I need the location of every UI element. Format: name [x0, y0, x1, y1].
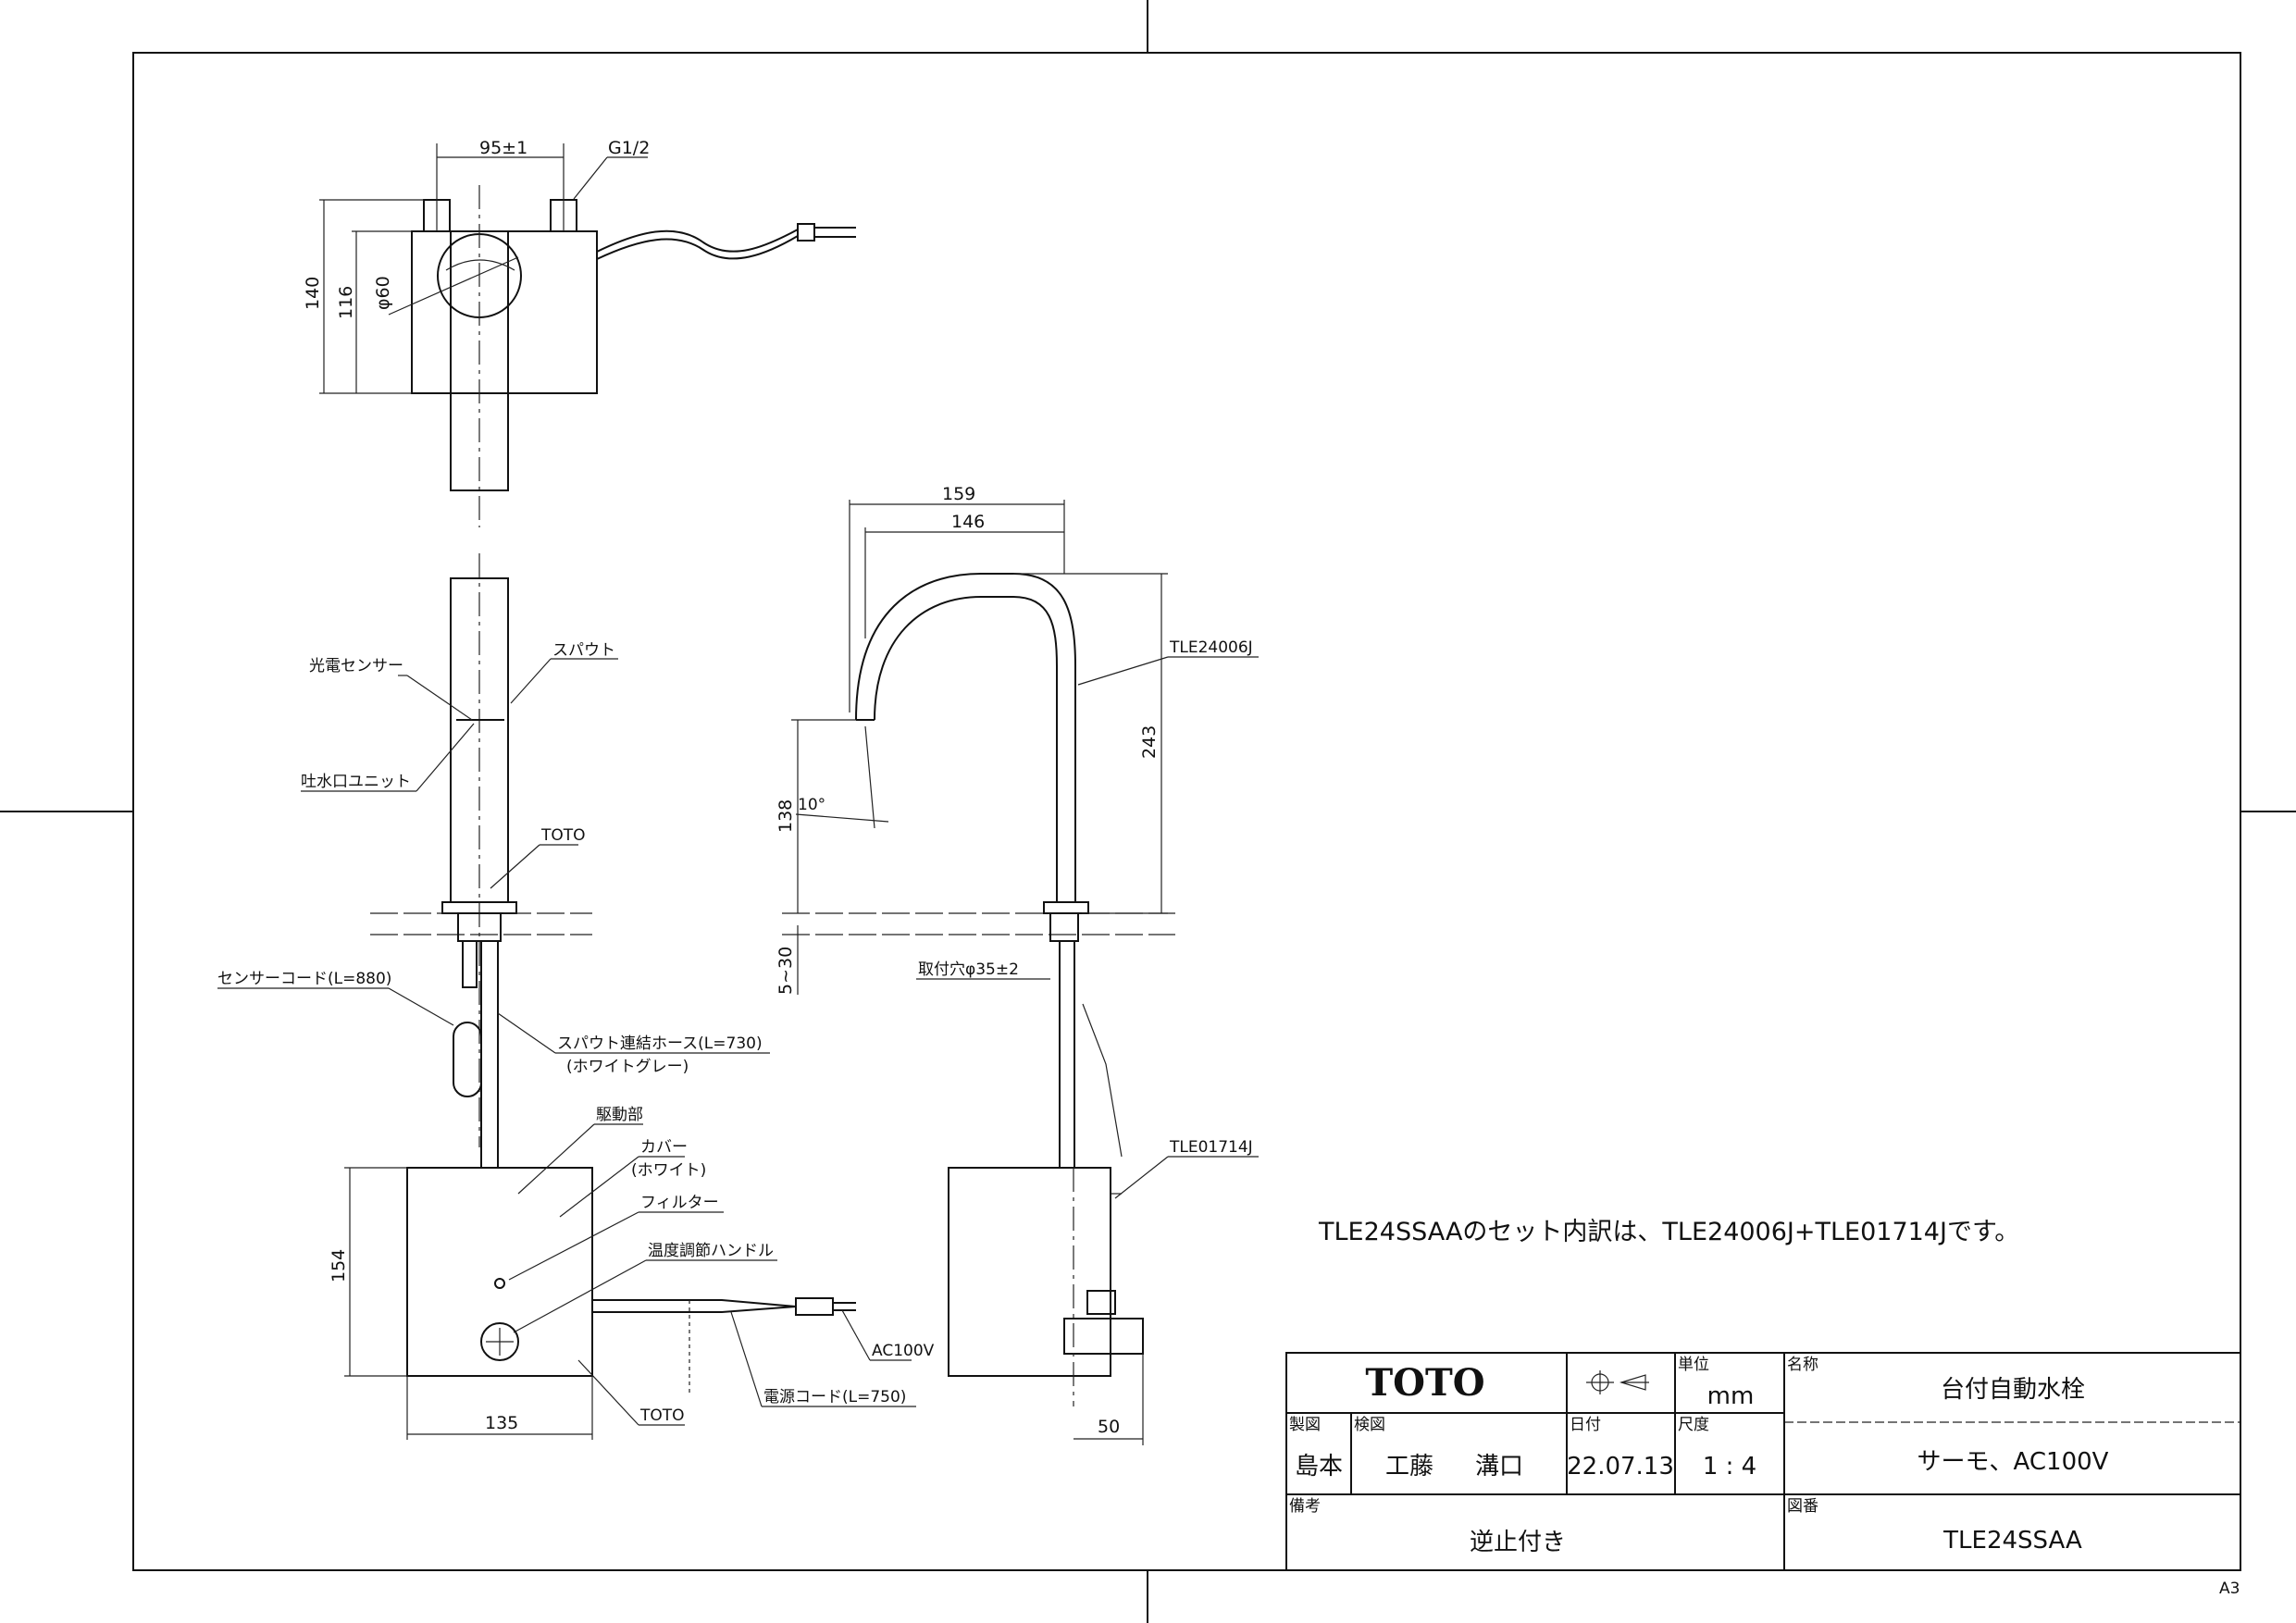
scale-label: 尺度: [1678, 1416, 1709, 1434]
date-value: 22.07.13: [1567, 1453, 1674, 1481]
label-sensor-cord: センサーコード(L=880): [217, 970, 391, 988]
part-tle01714j: TLE01714J: [1169, 1138, 1253, 1157]
dim-140: 140: [303, 277, 323, 310]
drawn-label: 製図: [1289, 1416, 1321, 1434]
paper-size-label: A3: [2219, 1580, 2240, 1598]
side-view: 159 146 243 TLE24006J 138 10° 5~30 取付穴φ3…: [776, 484, 1259, 1445]
label-cover: カバー: [640, 1138, 688, 1157]
label-filter: フィルター: [640, 1194, 719, 1212]
label-spout-hose: スパウト連結ホース(L=730): [557, 1035, 763, 1053]
top-view: 95±1 G1/2 140 116 φ60: [303, 138, 856, 527]
checked-label: 検図: [1354, 1416, 1385, 1434]
drawing-no-label: 図番: [1787, 1497, 1818, 1516]
projection-symbol: [1586, 1370, 1649, 1394]
checked-value-2: 溝口: [1475, 1453, 1523, 1481]
label-ac100v: AC100V: [872, 1342, 935, 1360]
dim-146: 146: [951, 512, 985, 532]
dim-5-30: 5~30: [776, 947, 796, 995]
label-toto-mark: TOTO: [540, 826, 586, 845]
dim-243: 243: [1139, 725, 1160, 759]
label-cover-color: (ホワイト): [631, 1161, 706, 1180]
label-outlet-unit: 吐水口ユニット: [301, 773, 411, 791]
label-sensor: 光電センサー: [309, 657, 403, 675]
drawing-no-value: TLE24SSAA: [1942, 1527, 2082, 1555]
scale-value: 1 : 4: [1703, 1453, 1756, 1481]
front-view: 光電センサー スパウト 吐水口ユニット TOTO センサーコード(L=880) …: [217, 553, 935, 1440]
dim-138: 138: [776, 799, 796, 833]
unit-label: 単位: [1678, 1356, 1709, 1374]
dim-135: 135: [485, 1413, 518, 1433]
dim-95: 95±1: [479, 138, 527, 158]
drawn-value: 島本: [1295, 1453, 1343, 1481]
name-label: 名称: [1787, 1356, 1818, 1374]
product-name: 台付自動水栓: [1941, 1376, 2085, 1404]
label-drive-unit: 駆動部: [596, 1106, 643, 1124]
dim-50: 50: [1098, 1417, 1120, 1437]
unit-value: mm: [1707, 1382, 1755, 1410]
thread-label: G1/2: [608, 138, 650, 158]
title-block: [1285, 1352, 2241, 1571]
toto-logo: TOTO: [1365, 1361, 1484, 1405]
dim-angle-10: 10°: [798, 796, 825, 814]
product-subname: サーモ、AC100V: [1917, 1448, 2109, 1476]
label-toto-box: TOTO: [639, 1406, 685, 1425]
label-temp-handle: 温度調節ハンドル: [648, 1242, 774, 1260]
remarks-label: 備考: [1289, 1497, 1321, 1516]
dim-159: 159: [942, 484, 975, 504]
label-spout: スパウト: [552, 641, 615, 660]
set-composition-note: TLE24SSAAのセット内訳は、TLE24006J+TLE01714Jです。: [1318, 1218, 2019, 1246]
dim-116: 116: [336, 286, 356, 319]
dim-phi60: φ60: [373, 276, 393, 310]
label-power-cord: 電源コード(L=750): [763, 1388, 906, 1406]
label-spout-hose-color: (ホワイトグレー): [566, 1058, 689, 1076]
dim-mount-hole: 取付穴φ35±2: [918, 960, 1019, 979]
date-label: 日付: [1570, 1416, 1601, 1434]
remarks-value: 逆止付き: [1470, 1529, 1566, 1556]
dim-154: 154: [329, 1249, 349, 1282]
checked-value-1: 工藤: [1385, 1453, 1433, 1481]
part-tle24006j: TLE24006J: [1169, 638, 1253, 657]
